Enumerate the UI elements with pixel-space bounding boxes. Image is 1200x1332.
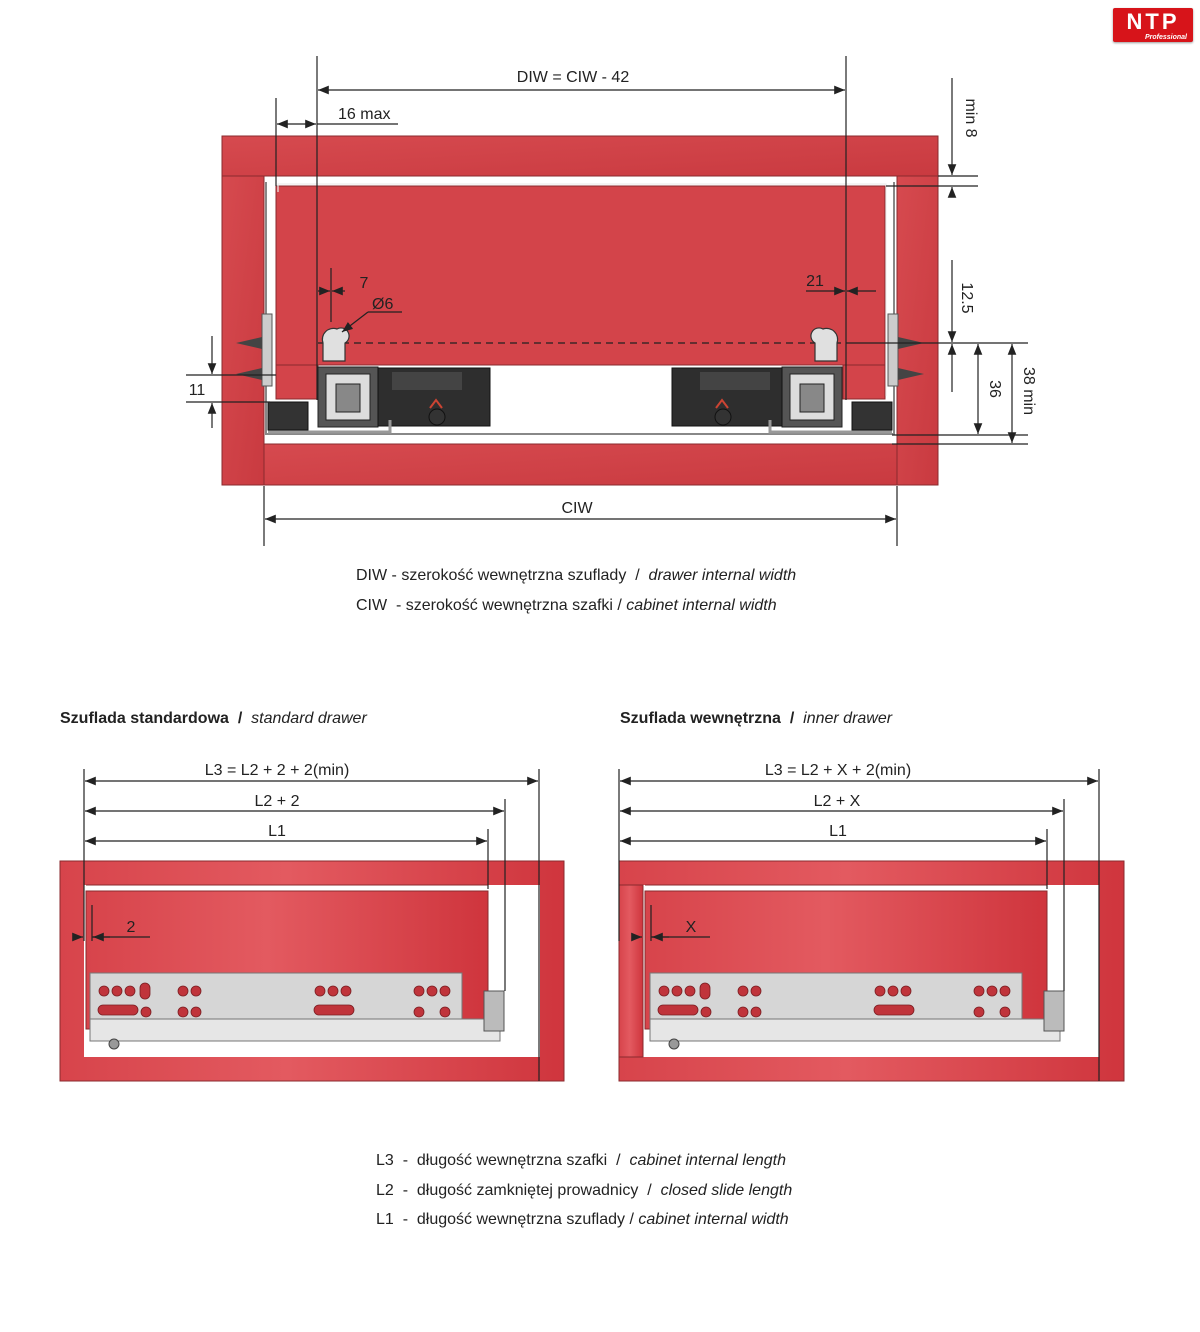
- cabinet-frame: [221, 135, 939, 486]
- logo-subtext: Professional: [1144, 34, 1187, 41]
- inner-drawer-diagram: L3 = L2 + X + 2(min) L2 + X L1 X: [618, 762, 1125, 1082]
- title-standard-drawer: Szuflada standardowa / standard drawer: [60, 710, 367, 727]
- ntp-logo: NTP Professional: [1113, 8, 1193, 42]
- legend-l3: L3 - długość wewnętrzna szafki / cabinet…: [376, 1152, 787, 1169]
- dim-l1: L1: [829, 823, 847, 840]
- drawer-box: [265, 182, 895, 435]
- dim-12-5: 12.5: [958, 282, 975, 313]
- title-inner-drawer: Szuflada wewnętrzna / inner drawer: [620, 710, 893, 727]
- slide-rail: [89, 972, 505, 1050]
- dim-21: 21: [806, 273, 824, 290]
- legend-l2: L2 - długość zamkniętej prowadnicy / clo…: [376, 1182, 793, 1199]
- dim-16max: 16 max: [338, 106, 390, 123]
- dim-l1: L1: [268, 823, 286, 840]
- dim-diw: DIW = CIW - 42: [517, 69, 630, 86]
- slide-rail: [649, 972, 1065, 1050]
- right-runner: [671, 327, 893, 434]
- dim-ciw: CIW: [561, 500, 593, 517]
- standard-drawer-diagram: L3 = L2 + 2 + 2(min) L2 + 2 L1 2: [59, 762, 565, 1082]
- dim-l2: L2 + 2: [255, 793, 300, 810]
- dim-gap: X: [686, 919, 697, 936]
- dim-l3: L3 = L2 + 2 + 2(min): [205, 762, 350, 779]
- legend-diw: DIW - szerokość wewnętrzna szuflady / dr…: [356, 567, 797, 584]
- length-dimension-lines: [72, 769, 540, 1081]
- dim-6: Ø6: [372, 296, 393, 313]
- legend-l1: L1 - długość wewnętrzna szuflady / cabin…: [376, 1211, 789, 1228]
- dim-11: 11: [189, 382, 206, 399]
- dim-l3: L3 = L2 + X + 2(min): [765, 762, 911, 779]
- dim-36: 36: [986, 380, 1003, 398]
- dimension-lines: [186, 56, 1028, 546]
- legend-ciw: CIW - szerokość wewnętrzna szafki / cabi…: [356, 597, 777, 614]
- screws: [236, 313, 924, 387]
- dim-min8: min 8: [962, 98, 979, 137]
- dim-38min: 38 min: [1020, 367, 1037, 415]
- dim-l2: L2 + X: [814, 793, 861, 810]
- logo-text: NTP: [1126, 9, 1180, 34]
- dim-gap: 2: [127, 919, 136, 936]
- length-dimension-lines: [618, 769, 1100, 1081]
- dim-7: 7: [360, 275, 369, 292]
- cross-section-diagram: DIW = CIW - 42 16 max min 8 7 Ø6 21 12.5…: [186, 56, 1037, 546]
- left-runner: [267, 327, 491, 434]
